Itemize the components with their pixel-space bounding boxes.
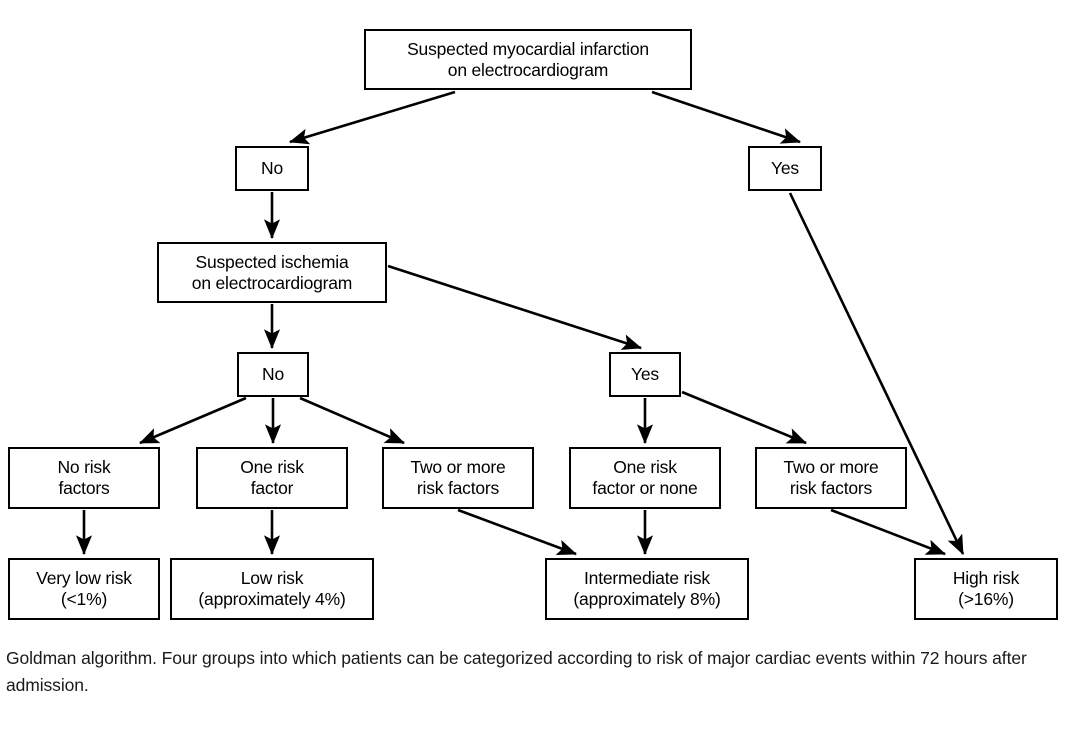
flowchart-node-n6: Yes <box>609 352 681 397</box>
flowchart-node-label: Low risk (approximately 4%) <box>198 568 346 609</box>
flowchart-edge-n1-to-n3 <box>651 90 801 144</box>
flowchart-node-label: Intermediate risk (approximately 8%) <box>573 568 721 609</box>
flowchart-node-n7: No risk factors <box>8 447 160 509</box>
flowchart-node-n15: High risk (>16%) <box>914 558 1058 620</box>
flowchart-edge-n1-to-n2 <box>289 90 456 145</box>
flowchart-node-n9: Two or more risk factors <box>382 447 534 509</box>
flowchart-figure: Suspected myocardial infarction on elect… <box>8 29 1058 620</box>
flowchart-node-label: Yes <box>771 158 799 179</box>
flowchart-node-n1: Suspected myocardial infarction on elect… <box>364 29 692 90</box>
flowchart-edge-n5-to-n7 <box>139 396 247 445</box>
flowchart-edge-n6-to-n11 <box>681 390 807 445</box>
flowchart-node-label: No risk factors <box>57 457 111 498</box>
flowchart-node-n3: Yes <box>748 146 822 191</box>
flowchart-node-label: Yes <box>631 364 659 385</box>
flowchart-edge-n4-to-n6 <box>387 264 642 350</box>
flowchart-node-label: No <box>262 364 284 385</box>
flowchart-edge-n9-to-n14 <box>457 508 577 556</box>
flowchart-node-label: Suspected myocardial infarction on elect… <box>407 38 649 80</box>
flowchart-edge-n11-to-n15 <box>830 508 946 556</box>
flowchart-node-n12: Very low risk (<1%) <box>8 558 160 620</box>
flowchart-connectors <box>75 90 965 556</box>
flowchart-node-n13: Low risk (approximately 4%) <box>170 558 374 620</box>
flowchart-node-n11: Two or more risk factors <box>755 447 907 509</box>
flowchart-node-label: No <box>261 158 283 179</box>
flowchart-node-n4: Suspected ischemia on electrocardiogram <box>157 242 387 303</box>
flowchart-edge-n5-to-n9 <box>299 396 405 445</box>
flowchart-node-label: Two or more risk factors <box>410 457 506 498</box>
flowchart-node-label: High risk (>16%) <box>952 568 1020 609</box>
flowchart-node-n2: No <box>235 146 309 191</box>
flowchart-node-label: Suspected ischemia on electrocardiogram <box>191 251 353 293</box>
flowchart-node-label: Two or more risk factors <box>783 457 879 498</box>
flowchart-node-label: One risk factor <box>240 457 304 498</box>
flowchart-node-n10: One risk factor or none <box>569 447 721 509</box>
flowchart-node-n8: One risk factor <box>196 447 348 509</box>
flowchart-node-label: Very low risk (<1%) <box>36 568 132 609</box>
figure-caption: Goldman algorithm. Four groups into whic… <box>6 648 1027 696</box>
flowchart-node-n14: Intermediate risk (approximately 8%) <box>545 558 749 620</box>
flowchart-node-n5: No <box>237 352 309 397</box>
flowchart-node-label: One risk factor or none <box>592 457 698 498</box>
